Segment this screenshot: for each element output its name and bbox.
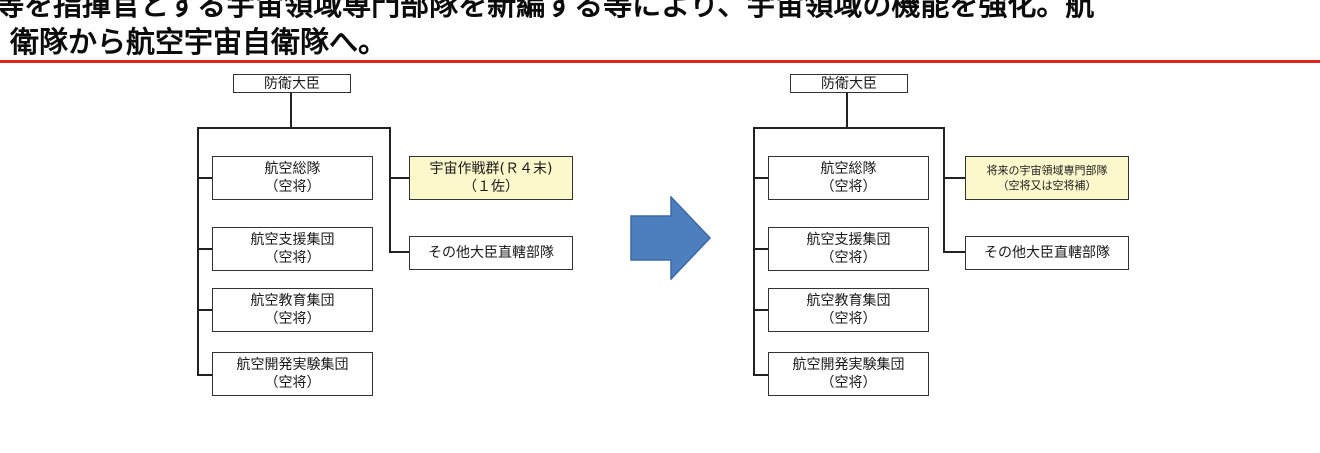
- unit-rank: （空将）: [820, 179, 877, 195]
- connector: [753, 374, 769, 376]
- connector: [197, 127, 199, 376]
- unit-name: 航空教育集団: [806, 293, 891, 309]
- unit-name: 将来の宇宙領域専門部隊: [986, 164, 1108, 177]
- connector: [389, 177, 410, 179]
- minister-box: 防衛大臣: [233, 74, 351, 93]
- connector: [753, 177, 769, 179]
- connector: [197, 177, 213, 179]
- connector: [197, 309, 213, 311]
- unit-rank: （空将）: [264, 311, 321, 327]
- space-operations-group-box: 宇宙作戦群(Ｒ４末) （１佐）: [409, 156, 573, 200]
- unit-box-air-development-test-command: 航空開発実験集団 （空将）: [768, 352, 929, 396]
- unit-box-air-support-command: 航空支援集団 （空将）: [768, 227, 929, 271]
- unit-name: 宇宙作戦群(Ｒ４末): [429, 161, 553, 177]
- unit-rank: （空将）: [820, 375, 877, 391]
- unit-box-air-development-test-command: 航空開発実験集団 （空将）: [212, 352, 373, 396]
- unit-name: その他大臣直轄部隊: [428, 245, 554, 261]
- unit-name: 航空支援集団: [250, 232, 335, 248]
- unit-box-air-defense-command: 航空総隊 （空将）: [212, 156, 373, 200]
- unit-box-air-defense-command: 航空総隊 （空将）: [768, 156, 929, 200]
- future-space-unit-box: 将来の宇宙領域専門部隊 （空将又は空将補）: [965, 156, 1129, 200]
- connector: [943, 177, 966, 179]
- connector: [197, 127, 390, 129]
- heading-divider: [0, 60, 1320, 63]
- unit-rank: （空将）: [264, 375, 321, 391]
- connector: [197, 374, 213, 376]
- unit-name: 航空総隊: [820, 161, 877, 177]
- unit-name: 航空開発実験集団: [792, 357, 905, 373]
- minister-label: 防衛大臣: [821, 75, 877, 92]
- connector: [290, 92, 292, 128]
- unit-name: 航空総隊: [264, 161, 321, 177]
- unit-name: 航空教育集団: [250, 293, 335, 309]
- connector: [943, 251, 966, 253]
- unit-name: 航空開発実験集団: [236, 357, 349, 373]
- unit-name: 航空支援集団: [806, 232, 891, 248]
- unit-rank: （空将）: [820, 311, 877, 327]
- unit-rank: （１佐）: [463, 179, 519, 195]
- unit-box-air-training-command: 航空教育集団 （空将）: [212, 288, 373, 332]
- connector: [846, 92, 848, 128]
- other-direct-units-box: その他大臣直轄部隊: [965, 236, 1129, 270]
- unit-box-air-support-command: 航空支援集団 （空将）: [212, 227, 373, 271]
- connector: [753, 309, 769, 311]
- connector: [389, 251, 410, 253]
- connector: [753, 248, 769, 250]
- connector: [943, 127, 945, 252]
- heading-line-1: 等を指揮官とする宇宙領域専門部隊を新編する等により、宇宙領域の機能を強化。航: [0, 0, 1095, 22]
- minister-box: 防衛大臣: [790, 74, 908, 93]
- connector: [753, 127, 944, 129]
- unit-box-air-training-command: 航空教育集団 （空将）: [768, 288, 929, 332]
- unit-rank: （空将）: [264, 179, 321, 195]
- unit-rank: （空将）: [820, 250, 877, 266]
- unit-rank: （空将）: [264, 250, 321, 266]
- connector: [389, 127, 391, 252]
- minister-label: 防衛大臣: [264, 75, 320, 92]
- unit-name: その他大臣直轄部隊: [984, 245, 1110, 261]
- connector: [753, 127, 755, 376]
- connector: [197, 248, 213, 250]
- page-heading: 等を指揮官とする宇宙領域専門部隊を新編する等により、宇宙領域の機能を強化。航 衛…: [0, 0, 1320, 61]
- unit-rank: （空将又は空将補）: [997, 179, 1097, 192]
- right-arrow-icon: [630, 196, 712, 280]
- other-direct-units-box: その他大臣直轄部隊: [409, 236, 573, 270]
- heading-line-2: 衛隊から航空宇宙自衛隊へ。: [10, 25, 388, 59]
